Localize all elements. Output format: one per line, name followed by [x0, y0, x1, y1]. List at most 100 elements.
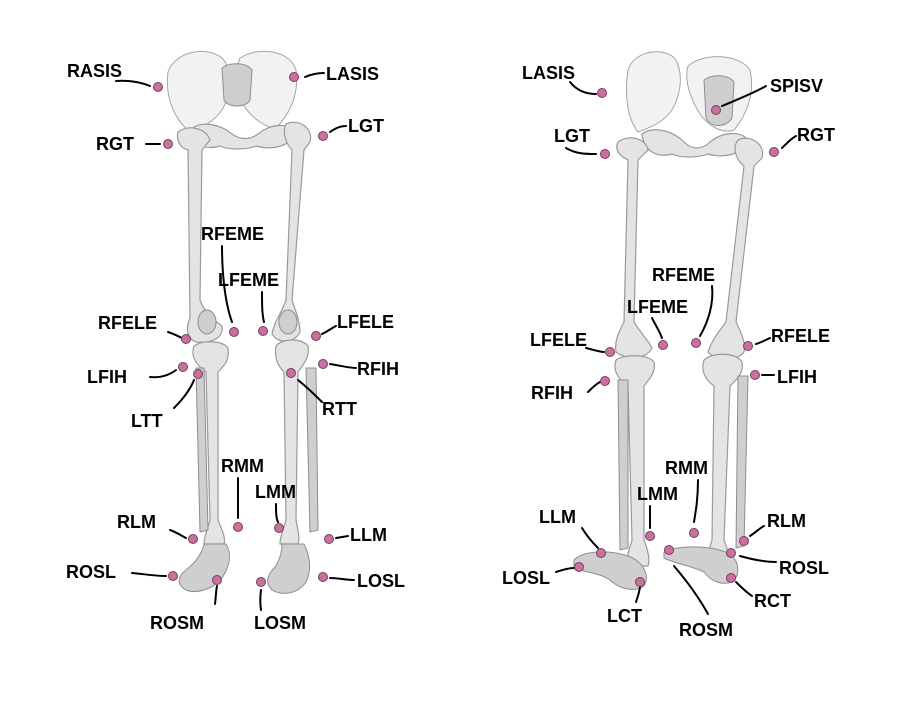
marker-front-rfeme: [229, 327, 239, 337]
label-back-lfeme: LFEME: [627, 297, 688, 317]
label-back-rfele: RFELE: [771, 326, 830, 346]
marker-back-losl: [574, 562, 584, 572]
front-left-foot: [267, 543, 311, 594]
label-front-rmm: RMM: [221, 456, 264, 476]
front-right-patella: [197, 309, 217, 335]
marker-back-lasis: [597, 88, 607, 98]
back-view-skeleton: [573, 51, 764, 590]
label-back-lmm: LMM: [637, 484, 678, 504]
back-view-markers: LASIS SPISV LGT RGT RFEME LFEME LFELE RF…: [502, 63, 835, 640]
marker-front-lgt: [318, 131, 328, 141]
marker-front-llm: [324, 534, 334, 544]
label-front-rlm: RLM: [117, 512, 156, 532]
leader-back-lfele: [585, 347, 605, 353]
marker-front-rmm: [233, 522, 243, 532]
marker-back-lct: [635, 577, 645, 587]
leader-front-rosl: [131, 572, 167, 577]
leader-back-llm: [581, 527, 599, 549]
marker-back-rosl: [726, 548, 736, 558]
label-back-rosl: ROSL: [779, 558, 829, 578]
leader-front-losl: [329, 577, 355, 581]
marker-back-rfih: [600, 376, 610, 386]
label-front-losm: LOSM: [254, 613, 306, 633]
leader-front-lfeme: [261, 291, 265, 323]
label-back-rfih: RFIH: [531, 383, 573, 403]
marker-back-rfele: [743, 341, 753, 351]
front-right-fibula: [195, 367, 209, 533]
marker-front-rasis: [153, 82, 163, 92]
leader-back-lfeme: [651, 317, 663, 339]
marker-front-lfele: [311, 331, 321, 341]
marker-front-rfele: [181, 334, 191, 344]
leader-back-rmm: [693, 479, 699, 523]
marker-back-llm: [596, 548, 606, 558]
marker-back-lfih: [750, 370, 760, 380]
front-right-iliac-wing: [166, 50, 230, 133]
label-back-rmm: RMM: [665, 458, 708, 478]
leader-front-losm: [259, 589, 262, 611]
back-left-foot: [573, 551, 647, 590]
leader-front-rosm: [214, 585, 218, 605]
marker-back-rfeme: [691, 338, 701, 348]
marker-front-lasis: [289, 72, 299, 82]
leader-back-rosm: [673, 565, 709, 615]
label-front-rasis: RASIS: [67, 61, 122, 81]
leader-front-lasis: [304, 72, 325, 78]
label-back-spisv: SPISV: [770, 76, 823, 96]
leader-front-lfele: [321, 325, 337, 335]
front-left-fibula: [305, 367, 319, 533]
marker-back-rgt: [769, 147, 779, 157]
label-back-llm: LLM: [539, 507, 576, 527]
label-front-losl: LOSL: [357, 571, 405, 591]
leader-front-rfele: [167, 331, 183, 339]
label-back-rosm: ROSM: [679, 620, 733, 640]
leader-back-spisv: [721, 85, 767, 107]
front-right-foot: [178, 543, 230, 592]
leader-front-rlm: [169, 529, 187, 539]
marker-back-lmm: [645, 531, 655, 541]
front-sacrum: [221, 63, 253, 107]
label-back-rgt: RGT: [797, 125, 835, 145]
leader-back-rfele: [755, 337, 771, 345]
back-right-fibula: [735, 375, 749, 549]
front-view-skeleton: [166, 50, 319, 594]
back-pubic-ring: [641, 129, 749, 158]
label-front-lfih: LFIH: [87, 367, 127, 387]
label-back-lct: LCT: [607, 606, 642, 626]
marker-front-losl: [318, 572, 328, 582]
label-front-rosl: ROSL: [66, 562, 116, 582]
label-back-rct: RCT: [754, 591, 791, 611]
label-front-lmm: LMM: [255, 482, 296, 502]
leader-back-rfih: [587, 381, 601, 393]
leader-back-rct: [735, 581, 753, 597]
label-front-lfele: LFELE: [337, 312, 394, 332]
marker-back-rmm: [689, 528, 699, 538]
marker-front-rtt: [286, 368, 296, 378]
marker-front-lfeme: [258, 326, 268, 336]
label-back-lfele: LFELE: [530, 330, 587, 350]
label-back-lfih: LFIH: [777, 367, 817, 387]
leader-front-lgt: [329, 125, 347, 133]
label-back-lasis: LASIS: [522, 63, 575, 83]
front-left-femur: [271, 121, 312, 342]
back-sacrum: [703, 75, 735, 126]
leader-back-lasis: [569, 81, 597, 95]
label-front-ltt: LTT: [131, 411, 163, 431]
label-front-rgt: RGT: [96, 134, 134, 154]
back-left-fibula: [617, 379, 629, 551]
marker-back-rct: [726, 573, 736, 583]
marker-front-rosm: [212, 575, 222, 585]
leader-front-rfih: [329, 363, 357, 369]
marker-front-lfih: [178, 362, 188, 372]
label-front-lgt: LGT: [348, 116, 384, 136]
leader-back-rgt: [781, 135, 797, 149]
marker-back-rosm: [664, 545, 674, 555]
marker-front-losm: [256, 577, 266, 587]
label-front-rfih: RFIH: [357, 359, 399, 379]
marker-front-rlm: [188, 534, 198, 544]
label-front-llm: LLM: [350, 525, 387, 545]
marker-back-lfele: [605, 347, 615, 357]
marker-back-spisv: [711, 105, 721, 115]
leader-back-rfeme: [699, 285, 714, 337]
